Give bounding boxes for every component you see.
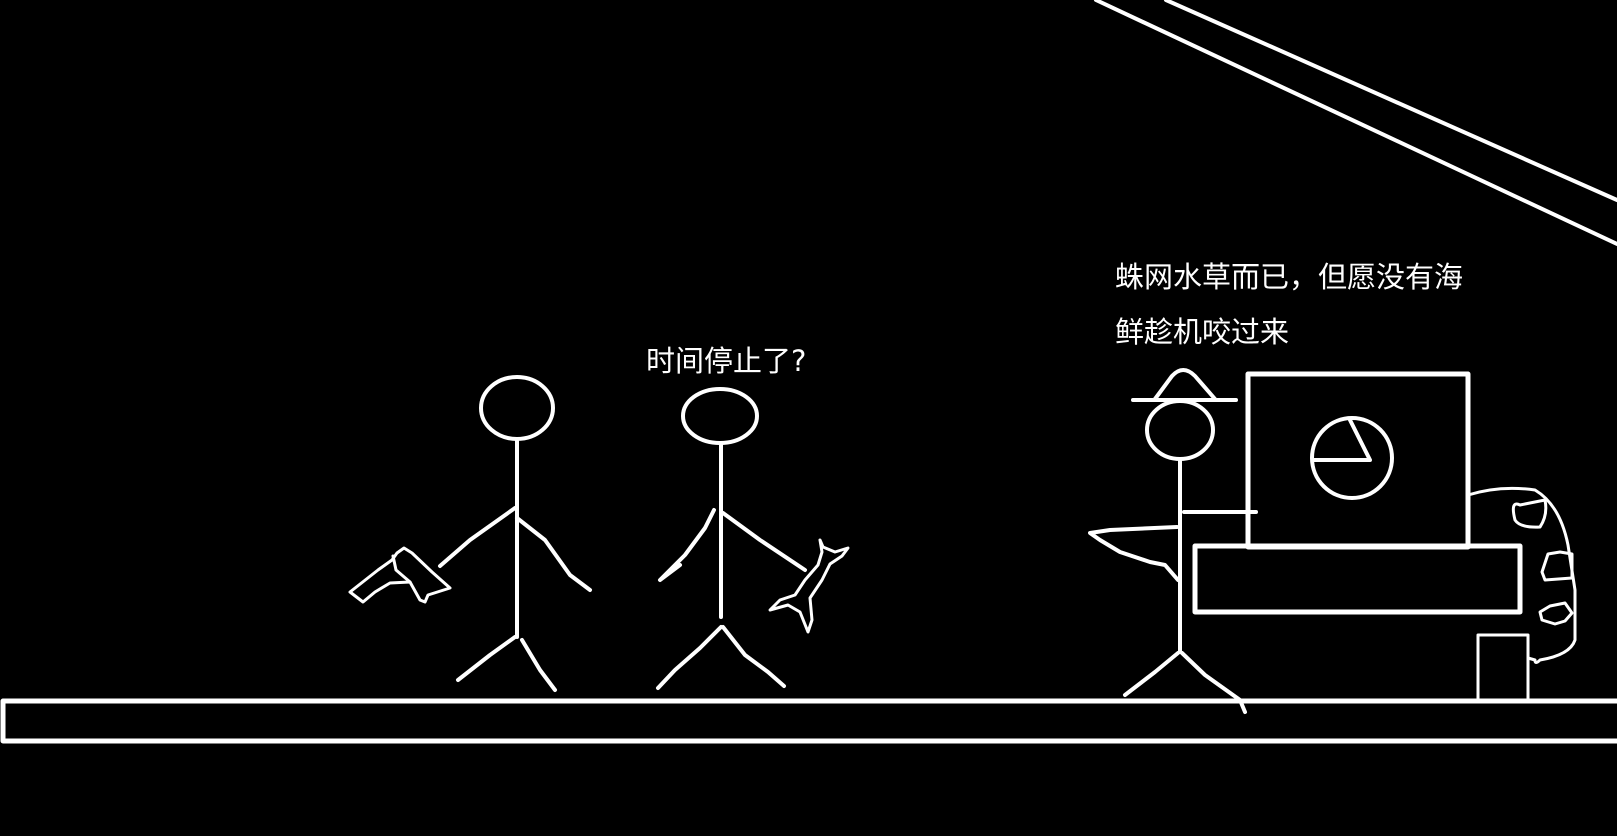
right-figure-speech-line2: 鲜趁机咬过来: [1115, 315, 1290, 349]
computer-monitor: [1245, 371, 1471, 550]
clock-icon: [1310, 416, 1394, 500]
hat-icon: [1153, 368, 1217, 401]
wrench-icon: [768, 538, 850, 634]
right-stick-figure: [1088, 368, 1258, 714]
right-figure-speech-line1: 蛛网水草而已，但愿没有海: [1115, 260, 1464, 294]
diagonal-lines: [1094, 0, 1617, 246]
middle-figure-speech: 时间停止了?: [646, 344, 807, 378]
desk: [1192, 543, 1523, 615]
floor: [0, 698, 1617, 744]
middle-stick-figure: [656, 387, 850, 690]
chair: [1466, 486, 1577, 703]
left-stick-figure: [348, 375, 592, 692]
